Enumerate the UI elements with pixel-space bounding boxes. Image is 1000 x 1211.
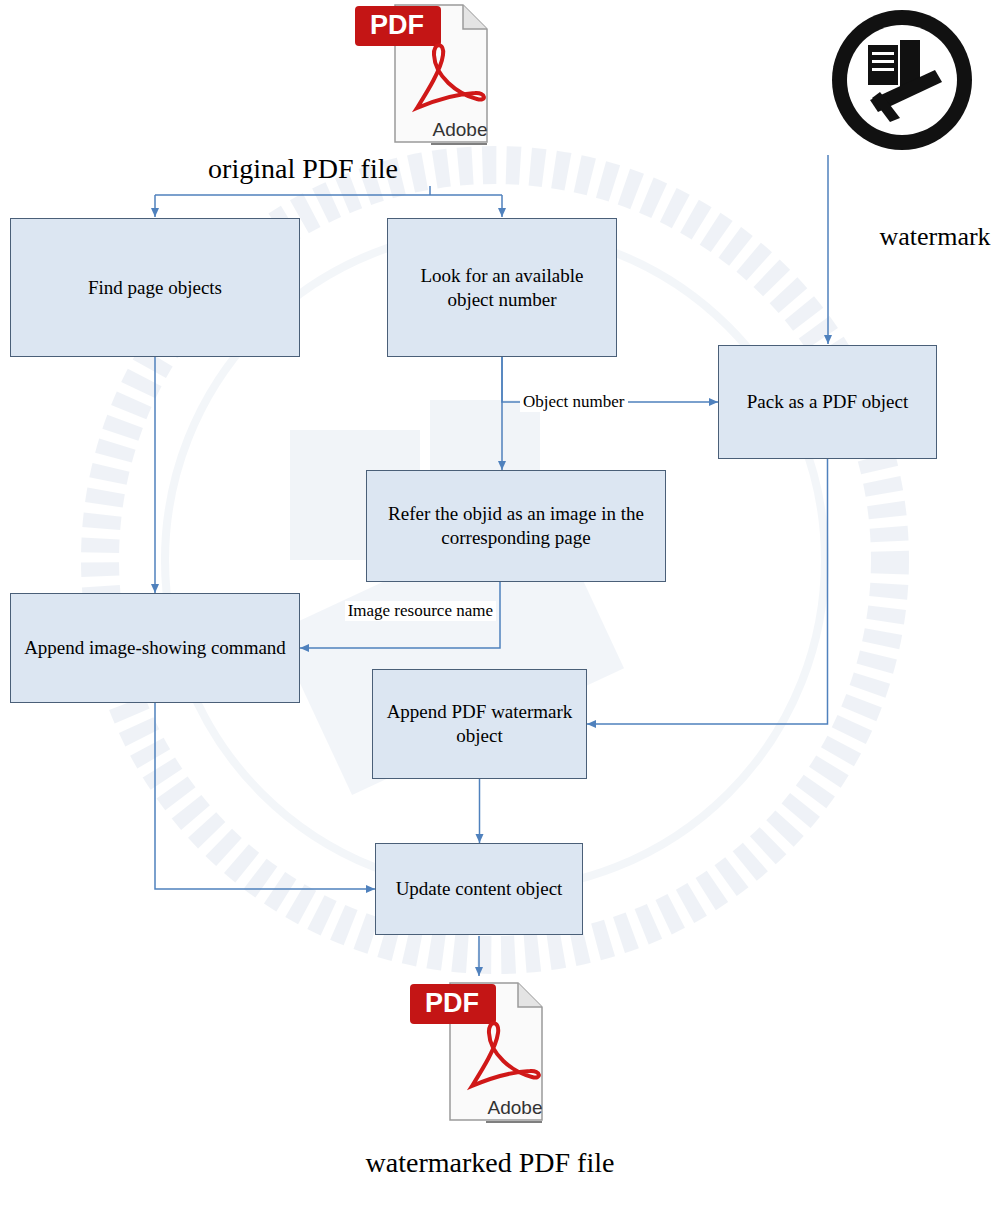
caption-label: Adobe [433, 120, 488, 141]
caption-label: original PDF file [208, 154, 398, 185]
process-box: Append image-showing command [10, 593, 300, 703]
process-box: Refer the objid as an image in the corre… [366, 470, 666, 582]
caption-label: watermark [879, 223, 990, 252]
flow-arrow [154, 357, 156, 593]
process-box: Look for an available object number [387, 218, 617, 357]
process-box: Pack as a PDF object [718, 345, 937, 459]
box-text: Append image-showing command [24, 636, 286, 660]
caption-label: watermarked PDF file [366, 1148, 615, 1179]
process-box: Update content object [375, 843, 583, 935]
box-text: Append PDF watermark object [385, 700, 574, 748]
edge-label: Object number [520, 392, 628, 412]
box-text: Pack as a PDF object [747, 390, 908, 414]
flow-arrow [479, 779, 481, 843]
caption-label: PDF [370, 11, 424, 41]
pdf-icon [355, 5, 487, 144]
edge-label: Image resource name [345, 601, 496, 621]
box-text: Find page objects [88, 276, 222, 300]
watermark-emblem [832, 10, 972, 150]
box-text: Update content object [396, 877, 563, 901]
caption-label: PDF [425, 989, 479, 1019]
pdf-icon [410, 983, 542, 1122]
flow-arrow [155, 703, 375, 889]
flow-arrow [300, 582, 500, 648]
process-box: Find page objects [10, 218, 300, 357]
caption-label: Adobe [488, 1098, 543, 1119]
process-box: Append PDF watermark object [372, 669, 587, 779]
box-text: Look for an available object number [400, 264, 604, 312]
box-text: Refer the objid as an image in the corre… [379, 502, 653, 550]
